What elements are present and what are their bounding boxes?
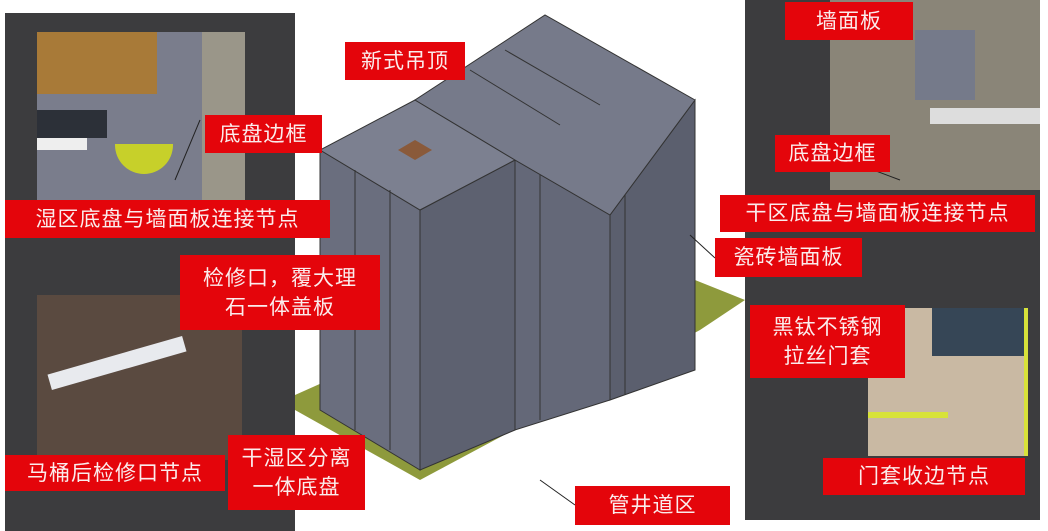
label-wet-zone-node: 湿区底盘与墙面板连接节点 [5,200,330,238]
label-door-trim-node: 门套收边节点 [823,458,1025,495]
label-door-frame: 黑钛不锈钢 拉丝门套 [750,305,905,378]
label-integrated-base: 干湿区分离 一体底盘 [228,435,365,510]
label-dry-zone-node: 干区底盘与墙面板连接节点 [720,195,1035,232]
access-hatch [398,140,432,160]
right-module-top [414,14,696,216]
label-ceiling: 新式吊顶 [345,42,465,80]
door-frame-line1: 黑钛不锈钢 [772,315,883,340]
left-module-side [419,159,516,471]
label-wall-panel: 墙面板 [785,2,913,40]
access-port-line1: 检修口，覆大理 [203,266,357,291]
label-base-frame-left: 底盘边框 [205,115,322,153]
label-tile-wall-panel: 瓷砖墙面板 [715,238,862,277]
label-toilet-access-node: 马桶后检修口节点 [5,455,225,491]
label-base-frame-right: 底盘边框 [775,135,890,172]
access-port-line2: 石一体盖板 [225,294,335,319]
label-shaft-area: 管井道区 [575,486,730,525]
integrated-base-line2: 一体底盘 [252,474,341,499]
integrated-base-line1: 干湿区分离 [241,446,352,471]
door-frame-line2: 拉丝门套 [783,343,872,368]
label-access-port: 检修口，覆大理 石一体盖板 [180,255,380,330]
